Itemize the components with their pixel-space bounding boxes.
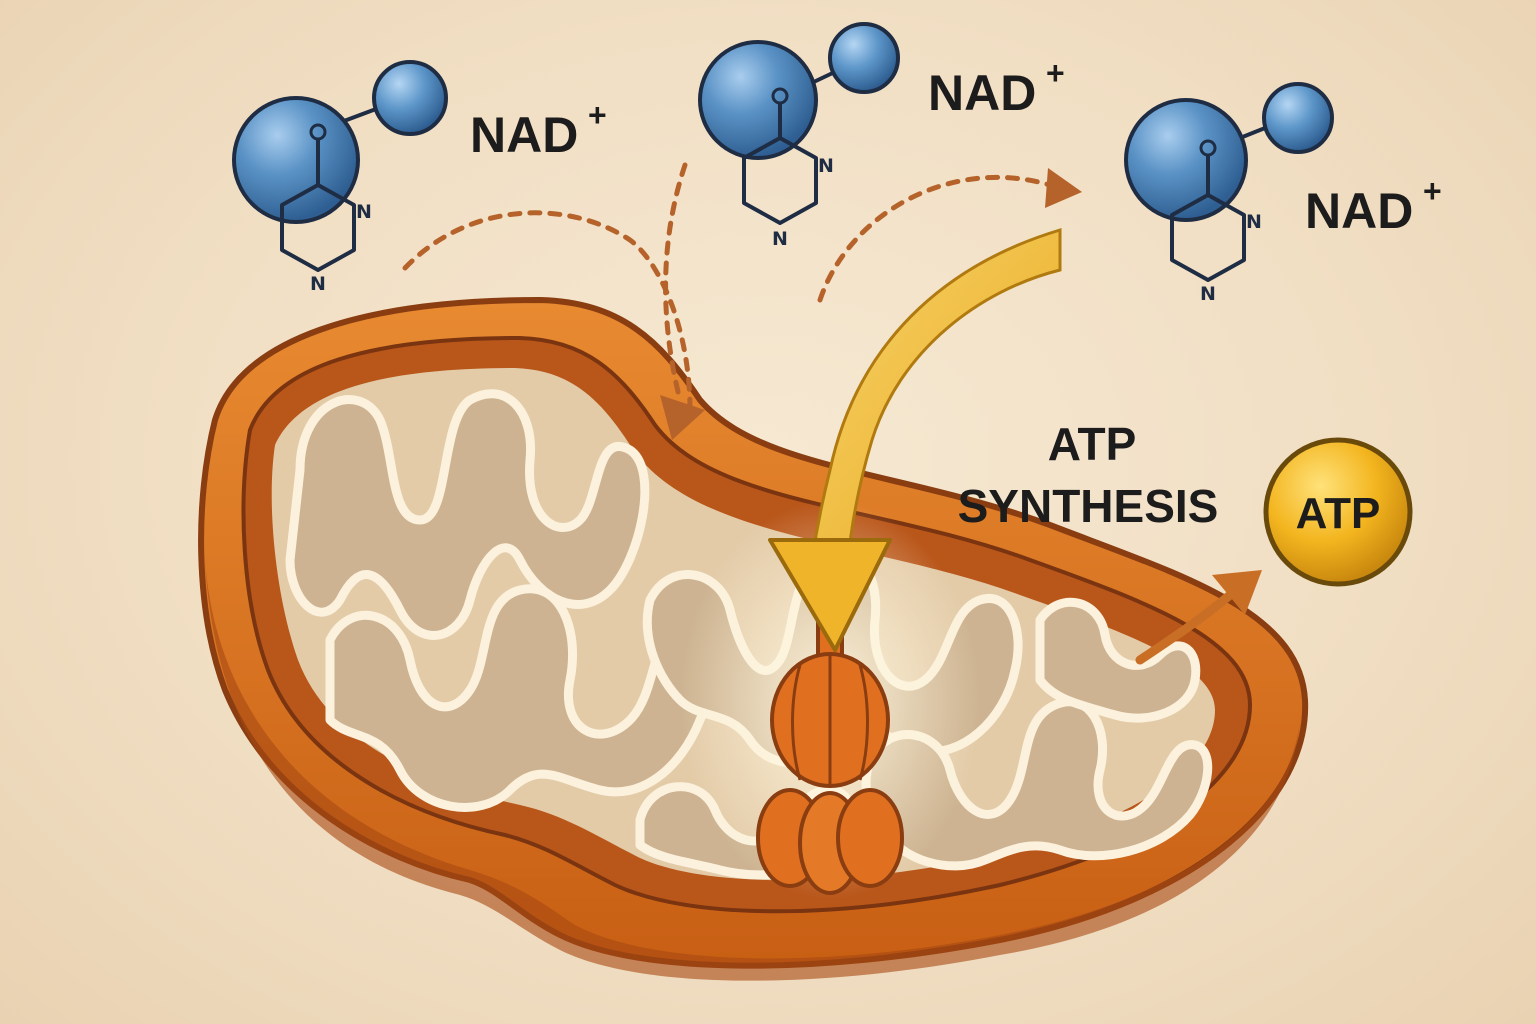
ring-nitrogen: N (356, 201, 372, 223)
arrowhead-membrane (660, 395, 705, 440)
nad-label-right: NAD (1305, 183, 1413, 239)
atp-ball-icon (1263, 437, 1413, 587)
pyrimidine-ring-icon (1170, 155, 1246, 282)
nad-molecule-left: N N NAD + (232, 60, 607, 295)
crista-4 (861, 697, 1213, 871)
nad-molecule-middle: N N NAD + (698, 22, 1065, 250)
sphere-icon (1124, 98, 1248, 222)
pyrimidine-ring-icon (280, 139, 356, 272)
mitochondrion (198, 296, 1309, 981)
membrane-front-edge (205, 560, 1300, 981)
ring-nitrogen: N (310, 273, 326, 295)
ring-nitrogen: N (1200, 283, 1216, 305)
sphere-icon (698, 40, 818, 160)
dotted-arrow-left (402, 210, 693, 413)
dotted-arrow-right (817, 174, 1068, 303)
atp-synthesis-line-1: ATP (1048, 418, 1137, 470)
sphere-icon (1262, 82, 1334, 154)
sphere-icon (232, 96, 360, 224)
ring-nitrogen: N (772, 228, 788, 250)
ring-nitrogen: N (1246, 211, 1262, 233)
nad-label-middle: NAD (928, 65, 1036, 121)
atp-product: ATP (1263, 437, 1413, 587)
nad-label-left: NAD (470, 107, 578, 163)
synthase-base-right (836, 788, 904, 888)
dotted-arrows (402, 162, 1068, 413)
nad-charge: + (1046, 55, 1065, 91)
atp-synthesis-label: ATP SYNTHESIS (958, 418, 1219, 532)
nad-molecule-right: N N NAD + (1124, 82, 1442, 305)
dotted-arrow-heads (660, 168, 1082, 440)
pyrimidine-ring-icon (742, 103, 818, 225)
electron-flow-arrow (768, 227, 1062, 652)
atp-synthesis-line-2: SYNTHESIS (958, 480, 1219, 532)
crista-1 (285, 389, 650, 640)
atp-product-label: ATP (1296, 489, 1381, 538)
nad-charge: + (1423, 173, 1442, 209)
ring-nitrogen: N (818, 155, 834, 177)
sphere-icon (828, 22, 900, 94)
synthase-head-segments (791, 655, 869, 785)
sphere-icon (372, 60, 448, 136)
atp-output-arrow (1135, 570, 1262, 665)
crista-6 (1035, 597, 1201, 723)
arrowhead-nad-right (1045, 168, 1082, 208)
dotted-arrow-middle (663, 162, 688, 403)
nad-charge: + (588, 97, 607, 133)
